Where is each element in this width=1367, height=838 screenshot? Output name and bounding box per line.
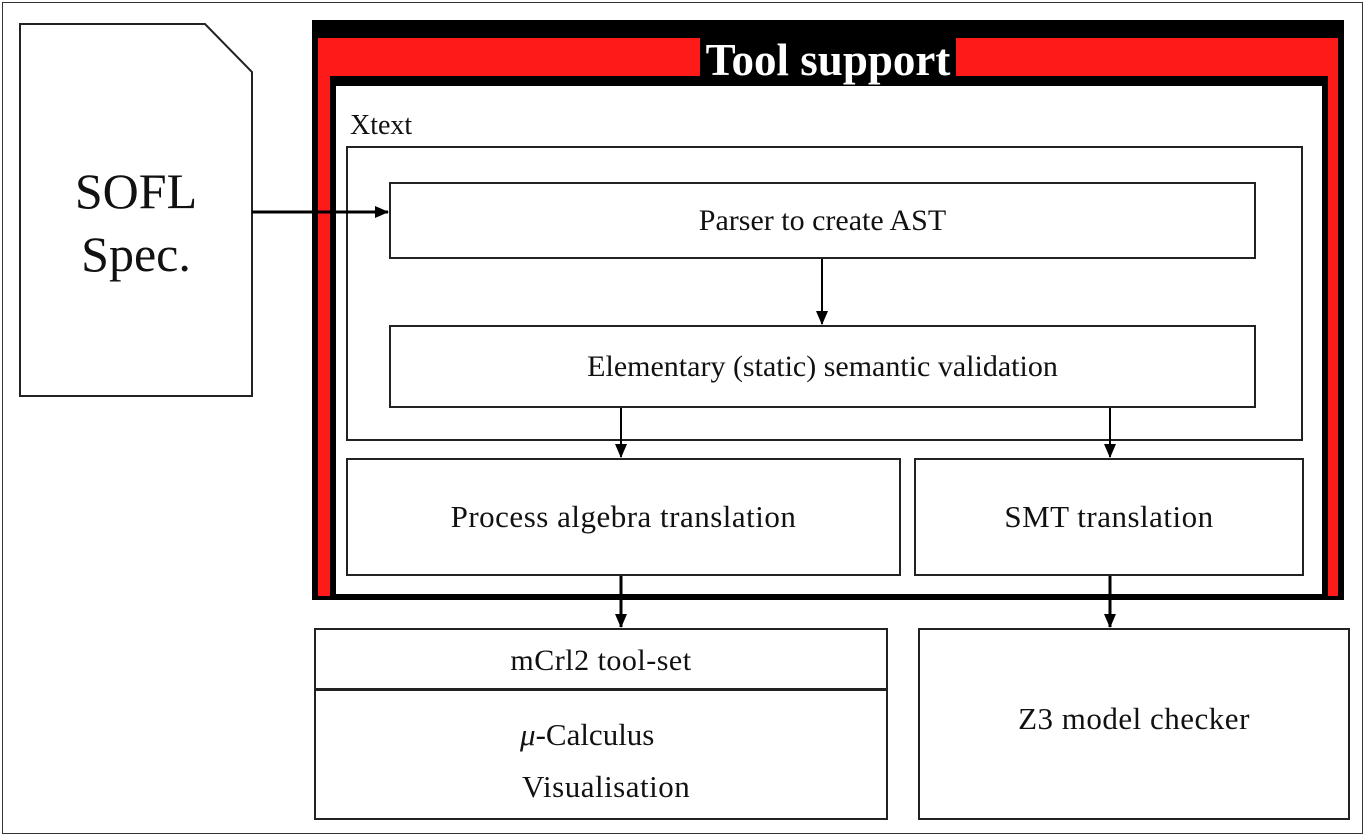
smt-box: SMT translation: [914, 458, 1304, 576]
xtext-label: Xtext: [350, 110, 413, 141]
mcrl2-header-divider: [314, 688, 888, 691]
sofl-line1: SOFL: [74, 163, 198, 219]
smt-label: SMT translation: [1004, 499, 1214, 535]
visualisation-label: Visualisation: [522, 769, 691, 804]
tool-support-title-wrap: Tool support: [312, 34, 1344, 86]
validation-label: Elementary (static) semantic validation: [587, 349, 1058, 383]
mu-symbol: μ: [520, 717, 536, 752]
z3-box: Z3 model checker: [918, 628, 1350, 820]
tool-support-title: Tool support: [699, 37, 957, 83]
process-algebra-box: Process algebra translation: [346, 458, 901, 576]
parser-box: Parser to create AST: [389, 182, 1256, 259]
sofl-line2: Spec.: [81, 225, 191, 282]
mcrl2-box: [314, 628, 888, 820]
sofl-document-shape: [19, 23, 253, 397]
mcrl2-header: mCrl2 tool-set: [510, 644, 692, 677]
validation-box: Elementary (static) semantic validation: [389, 325, 1256, 408]
mu-calculus-label: μ-Calculus: [520, 716, 654, 753]
mu-calculus-text: -Calculus: [535, 717, 655, 752]
z3-label: Z3 model checker: [1018, 701, 1250, 737]
process-algebra-label: Process algebra translation: [450, 499, 797, 535]
parser-label: Parser to create AST: [698, 203, 947, 237]
sofl-document-label: SOFL Spec.: [20, 160, 252, 285]
